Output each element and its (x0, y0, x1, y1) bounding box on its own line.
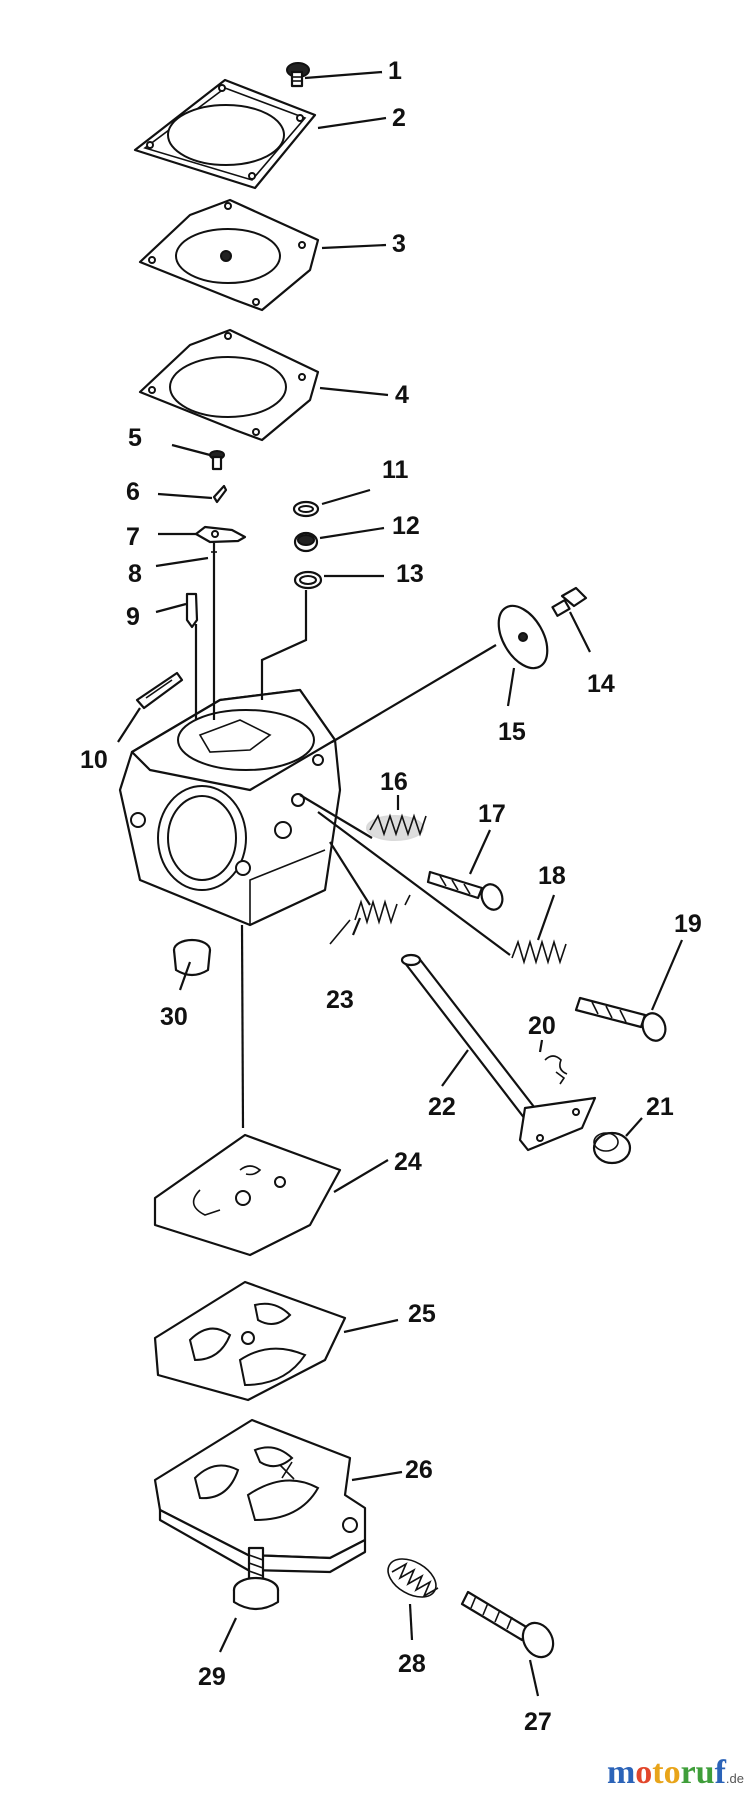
part-30-plug (172, 938, 212, 977)
label-14: 14 (587, 670, 615, 698)
label-18: 18 (538, 862, 566, 890)
part-2-gasket (133, 78, 317, 190)
label-23: 23 (326, 986, 354, 1014)
label-20: 20 (528, 1012, 556, 1040)
part-14-screw (551, 586, 588, 617)
part-3-diaphragm (138, 198, 320, 312)
part-11-ring (292, 500, 320, 518)
motoruf-watermark: motoruf.de (606, 1754, 744, 1791)
part-23-spring (329, 894, 411, 945)
part-5-screw (209, 450, 225, 471)
part-28-spring (387, 1558, 439, 1598)
label-8: 8 (128, 560, 142, 588)
part-12-ring (293, 531, 319, 553)
label-11: 11 (382, 456, 409, 484)
part-20-clip (544, 1055, 568, 1085)
part-26-cover (153, 1418, 367, 1574)
label-19: 19 (674, 910, 702, 938)
label-30: 30 (160, 1003, 188, 1031)
part-6-pin (212, 484, 228, 504)
label-7: 7 (126, 523, 140, 551)
label-10: 10 (80, 746, 108, 774)
part-17-screw (426, 870, 504, 911)
number-labels: 1 2 3 4 5 6 7 8 9 10 11 12 13 14 15 16 1… (80, 57, 702, 1736)
part-29-screw (232, 1546, 280, 1611)
carburetor-body (118, 688, 342, 927)
leader-lines (117, 70, 684, 1697)
label-29: 29 (198, 1663, 226, 1691)
label-9: 9 (126, 603, 140, 631)
label-2: 2 (392, 104, 406, 132)
part-10-screen (135, 671, 184, 710)
part-7-lever (194, 525, 247, 544)
label-17: 17 (478, 800, 506, 828)
label-1: 1 (388, 57, 402, 85)
label-16: 16 (380, 768, 408, 796)
part-8-shaft (211, 543, 217, 560)
part-22-shaft (400, 953, 597, 1152)
label-21: 21 (646, 1093, 674, 1121)
part-27-screw (460, 1590, 555, 1659)
label-28: 28 (398, 1650, 426, 1678)
label-13: 13 (396, 560, 424, 588)
label-4: 4 (395, 381, 409, 409)
part-25-gasket (153, 1280, 347, 1402)
part-15-disk (497, 604, 549, 670)
part-18-spring (511, 939, 567, 965)
label-15: 15 (498, 718, 526, 746)
label-3: 3 (392, 230, 406, 258)
label-22: 22 (428, 1093, 456, 1121)
label-5: 5 (128, 424, 142, 452)
part-9-needle (185, 592, 199, 629)
part-4-gasket (138, 328, 320, 442)
label-24: 24 (394, 1148, 422, 1176)
label-26: 26 (405, 1456, 433, 1484)
part-24-diaphragm (153, 1133, 342, 1257)
part-16-spring (366, 813, 427, 841)
label-6: 6 (126, 478, 140, 506)
part-1-screw (286, 62, 310, 88)
label-27: 27 (524, 1708, 552, 1736)
label-25: 25 (408, 1300, 436, 1328)
part-13-ring (293, 570, 323, 590)
part-21-cap (592, 1131, 632, 1165)
part-19-screw (574, 996, 667, 1042)
label-12: 12 (392, 512, 420, 540)
